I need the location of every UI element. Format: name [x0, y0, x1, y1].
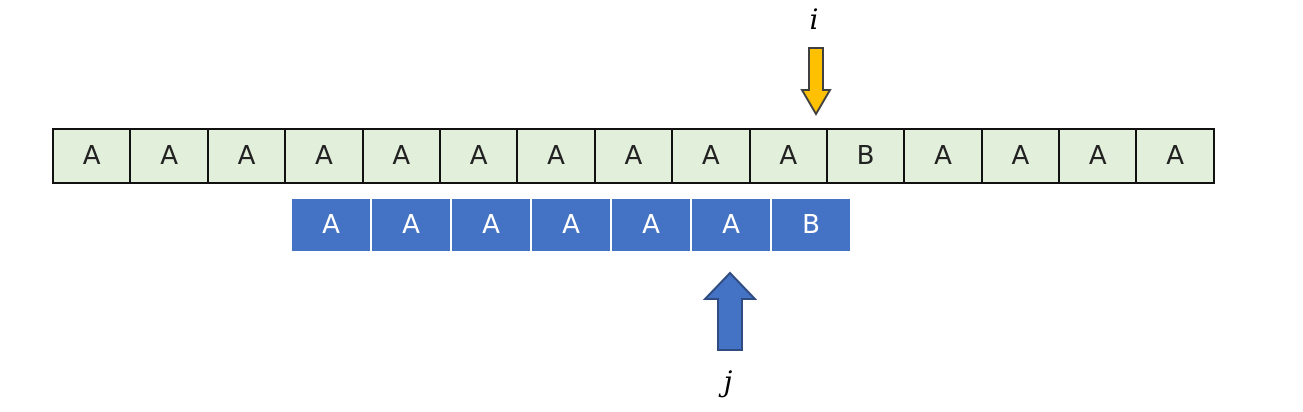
pointer-i-down-arrow-icon: [800, 47, 832, 116]
text-cell: A: [129, 128, 209, 184]
text-cell: A: [1058, 128, 1138, 184]
text-cell: A: [593, 128, 674, 184]
text-cell: A: [206, 128, 287, 184]
pointer-j-up-arrow-icon: [702, 271, 758, 351]
pattern-cell: A: [692, 199, 772, 251]
text-cell: A: [516, 128, 596, 184]
pattern-cell: A: [372, 199, 452, 251]
text-cell: A: [52, 128, 132, 184]
pattern-cell: A: [452, 199, 532, 251]
text-cell: A: [438, 128, 519, 184]
pattern-cell: A: [612, 199, 692, 251]
text-cell: A: [748, 128, 828, 184]
text-cell: A: [361, 128, 441, 184]
pattern-cell: B: [772, 199, 850, 251]
pointer-i-label: i: [809, 3, 819, 36]
text-cell: B: [825, 128, 906, 184]
text-cell: A: [1135, 128, 1215, 184]
text-cell: A: [671, 128, 751, 184]
text-cell: A: [903, 128, 983, 184]
pattern-cell: A: [532, 199, 612, 251]
text-cell: A: [980, 128, 1061, 184]
pattern-cell: A: [292, 199, 372, 251]
pointer-j-label: j: [723, 365, 733, 398]
text-cell: A: [284, 128, 364, 184]
